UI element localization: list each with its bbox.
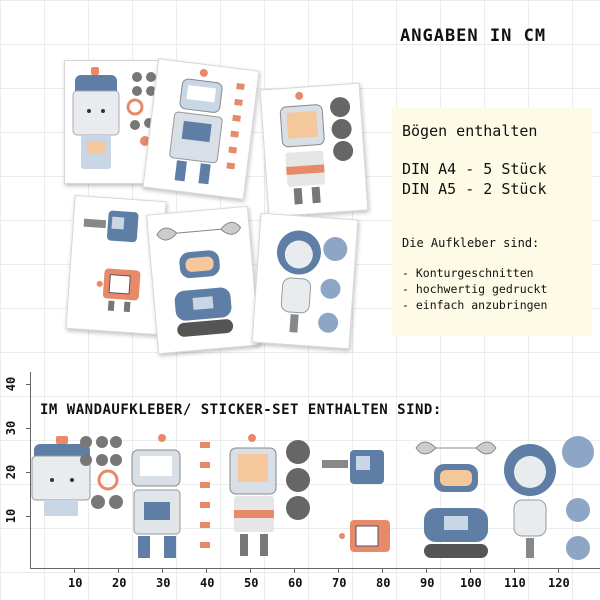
size-a5: DIN A5 - 2 Stück [402,180,547,198]
ruler-label-v: 10 [4,508,19,524]
ruler-tick [118,568,119,573]
feature-item: - hochwertig gedruckt [402,282,548,296]
ruler-label-h: 60 [288,576,303,590]
robot-lineup [31,434,594,560]
sticker-sheet [64,60,162,184]
sticker-sheet [65,194,167,336]
sticker-sheet [251,212,359,350]
features-heading: Die Aufkleber sind: [402,236,540,250]
ruler-tick [294,568,295,573]
ruler-label-v: 40 [4,376,19,392]
sticker-sheet [146,205,260,355]
size-a4: DIN A4 - 5 Stück [402,160,547,178]
robot-sticker [229,434,310,556]
ruler-label-h: 20 [112,576,127,590]
ruler-tick [74,568,75,573]
robot-sticker [322,450,390,552]
ruler-label-v: 30 [4,420,19,436]
robot-sticker [415,441,497,558]
feature-item: - Konturgeschnitten [402,266,534,280]
ruler-tick [382,568,383,573]
ruler-label-h: 120 [548,576,570,590]
ruler-label-h: 10 [68,576,83,590]
robot-sticker-image [156,221,242,337]
ruler-tick [162,568,163,573]
robot-sticker-image [169,68,245,185]
ruler-tick [26,516,31,517]
robot-sticker-image [276,230,348,333]
feature-item: - einfach anzubringen [402,298,548,312]
ruler-tick [206,568,207,573]
ruler-label-v: 20 [4,464,19,480]
ruler-tick [558,568,559,573]
ruler-tick [470,568,471,573]
sticker-sheet [142,58,260,200]
info-box: Bögen enthalten DIN A4 - 5 Stück DIN A5 … [392,108,592,336]
robot-sticker-image [279,91,354,205]
ruler-tick [338,568,339,573]
sticker-sheet [259,82,369,218]
info-heading: Bögen enthalten [402,122,538,140]
page-title: ANGABEN IN CM [400,26,547,46]
ruler-label-h: 100 [460,576,482,590]
ruler-label-h: 90 [420,576,435,590]
ruler-tick [26,384,31,385]
ruler-tick [426,568,427,573]
ruler-label-h: 80 [376,576,391,590]
ruler-tick [250,568,251,573]
ruler-label-h: 50 [244,576,259,590]
ruler-label-h: 40 [200,576,215,590]
robot-sticker-image [83,210,141,313]
ruler-label-h: 30 [156,576,171,590]
gear-cluster [80,436,123,509]
ruler-label-h: 110 [504,576,526,590]
horizontal-ruler [30,568,600,569]
ruler-label-h: 70 [332,576,347,590]
ruler-tick [26,428,31,429]
robot-sticker [504,436,594,560]
robot-sticker [131,434,210,558]
robot-sticker-image [72,67,156,169]
set-title: IM WANDAUFKLEBER/ STICKER-SET ENTHALTEN … [40,402,442,418]
ruler-tick [514,568,515,573]
robot-sticker [31,436,91,516]
ruler-tick [26,472,31,473]
vertical-ruler [30,372,31,568]
